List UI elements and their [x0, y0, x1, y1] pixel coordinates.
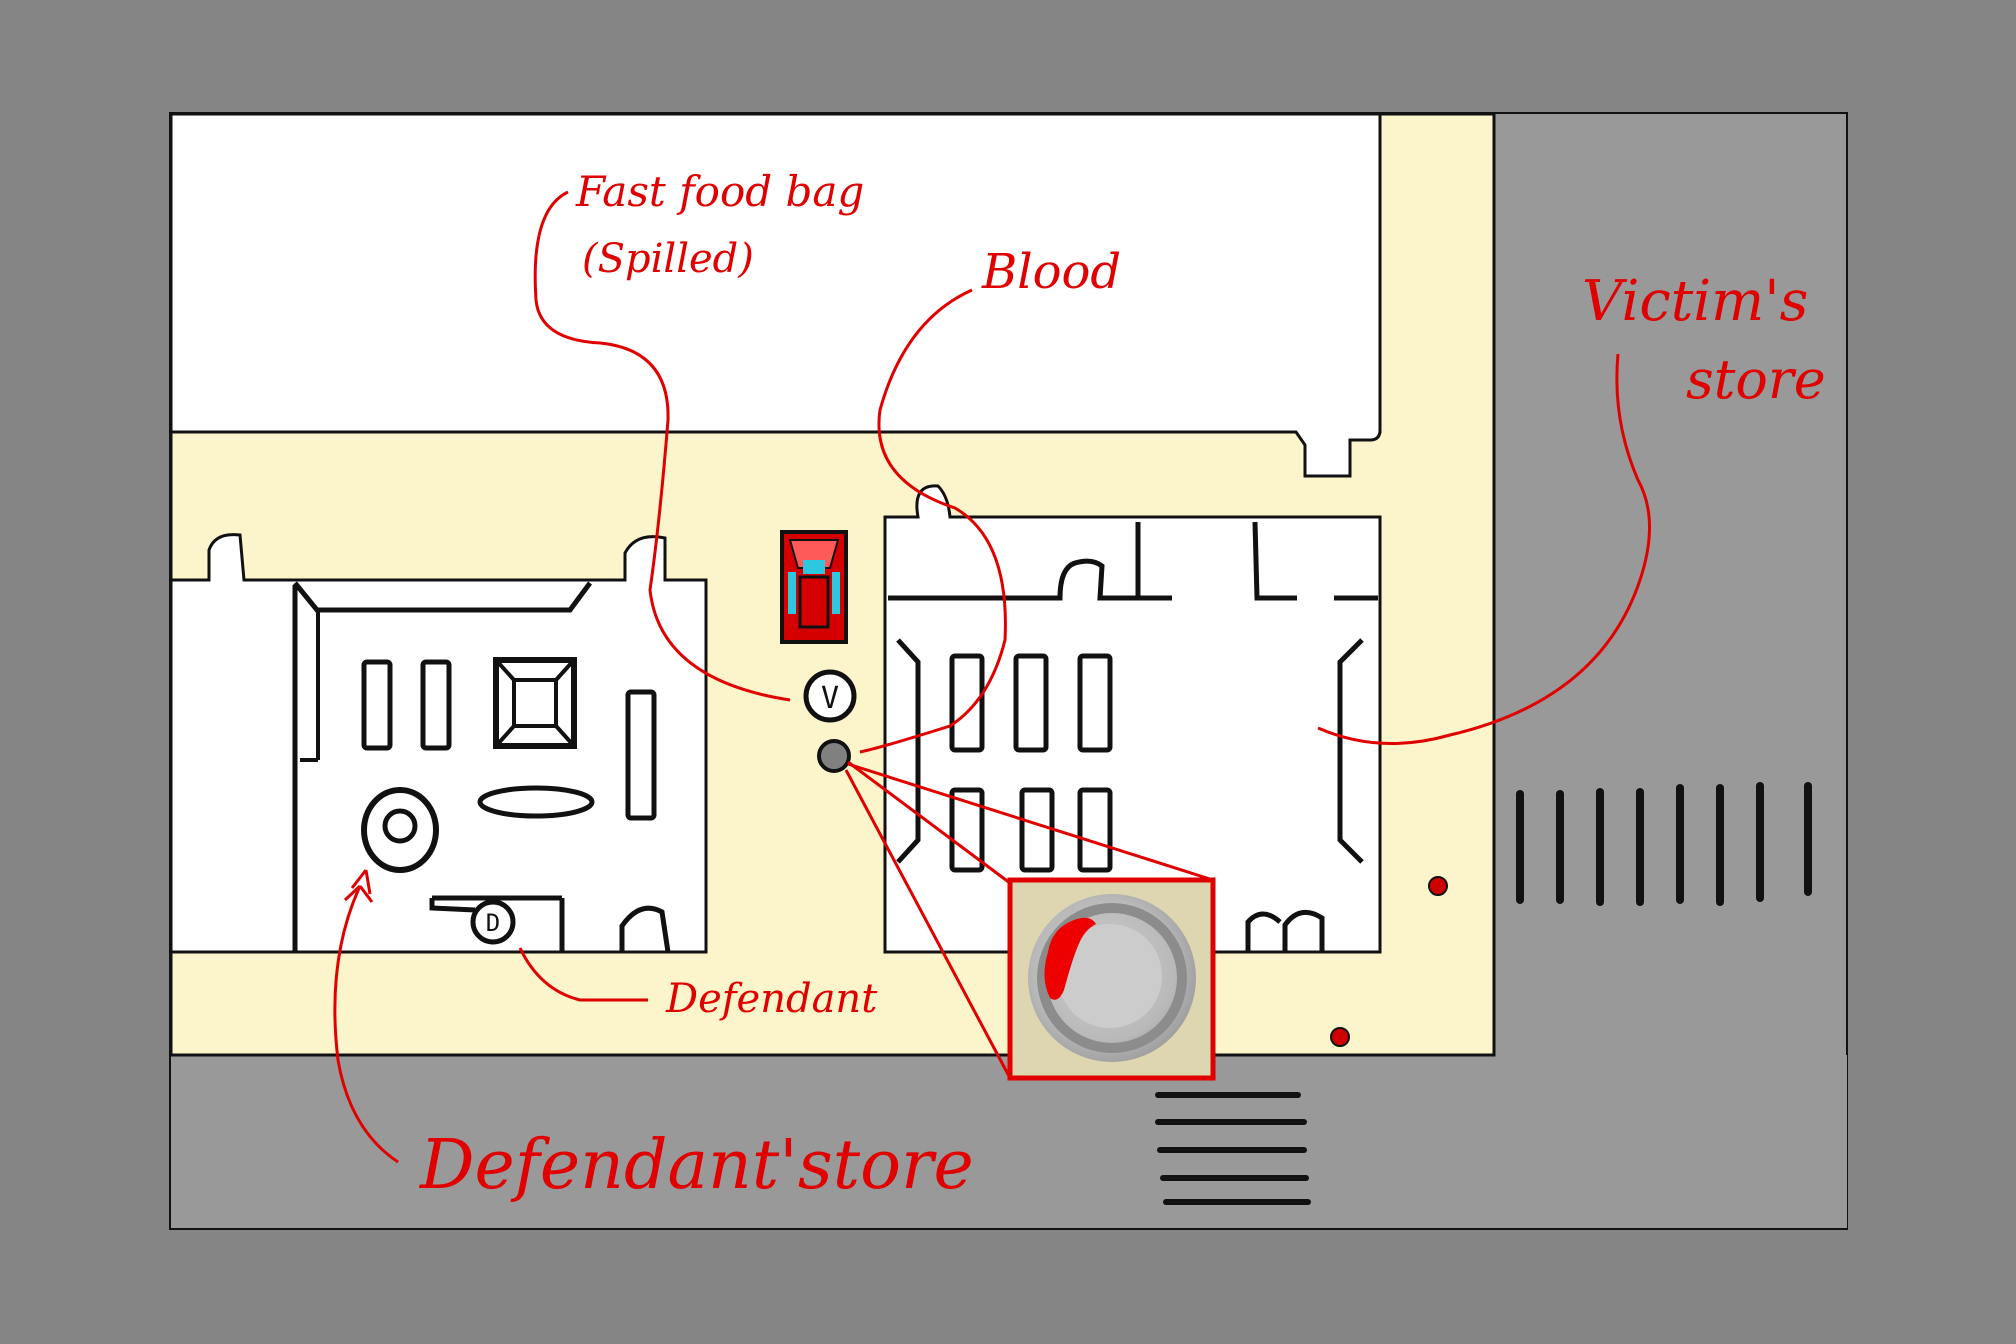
- blood-spot-icon: [819, 741, 849, 771]
- victim-marker: V: [806, 672, 854, 720]
- label-fast-food-bag-spilled: (Spilled): [582, 236, 754, 282]
- defendant-marker-label: D: [486, 909, 500, 937]
- car-icon: [782, 532, 846, 642]
- defendants-store-building: [171, 535, 706, 952]
- label-blood: Blood: [981, 244, 1121, 300]
- label-defendant: Defendant: [665, 976, 878, 1022]
- label-victims-store: Victim's: [1582, 269, 1808, 334]
- victim-marker-label: V: [821, 681, 839, 716]
- evidence-dot-icon: [1429, 877, 1447, 895]
- evidence-dot-icon: [1331, 1028, 1349, 1046]
- label-fast-food-bag: Fast food bag: [575, 167, 864, 216]
- label-victims-store-2: store: [1686, 348, 1826, 411]
- defendant-marker: D: [473, 902, 513, 942]
- label-defendants-store: Defendant'store: [418, 1126, 974, 1205]
